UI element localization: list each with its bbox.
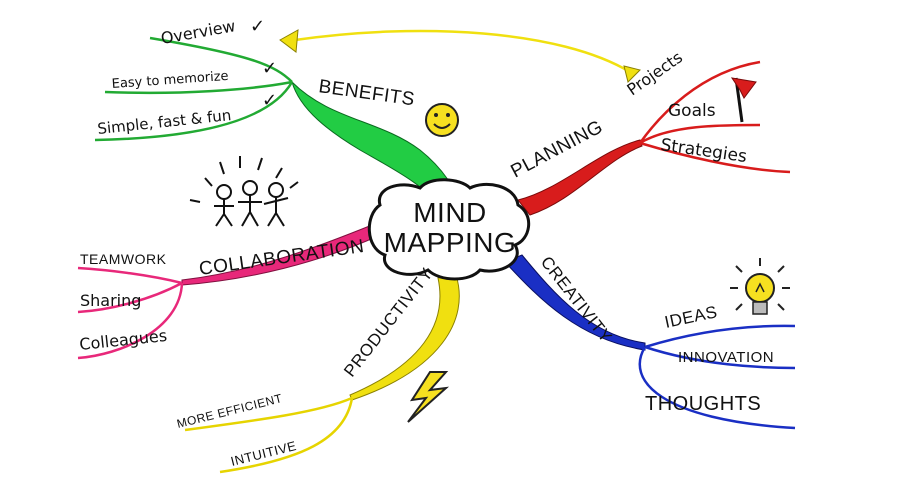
creativity-item-ideas: IDEAS (663, 302, 719, 332)
collaboration-sublines (77, 266, 184, 360)
planning-item-goals: Goals (668, 101, 716, 121)
benefits-item-memorize: Easy to memorize (111, 69, 229, 92)
collaboration-item-sharing: Sharing (80, 291, 141, 310)
benefits-sublines (94, 36, 294, 142)
center-title-line2: MAPPING (384, 227, 517, 258)
creativity-sublines (638, 324, 796, 430)
check-mark-icon: ✓ (262, 58, 277, 79)
planning-branch (517, 139, 643, 216)
smiley-face-icon (425, 103, 459, 137)
red-flag-icon (730, 77, 757, 123)
productivity-sublines (184, 396, 354, 474)
center-cloud (367, 178, 530, 281)
planning-item-strategies: Strategies (659, 135, 748, 167)
collaboration-item-teamwork: TEAMWORK (80, 251, 167, 267)
creativity-item-innovation: INNOVATION (678, 349, 774, 366)
stick-figures-icon (189, 156, 299, 227)
benefits-item-overview: Overview (159, 16, 236, 48)
collaboration-item-colleagues: Colleagues (78, 326, 167, 354)
collaboration-label: COLLABORATION (198, 236, 366, 280)
benefits-item-simple: Simple, fast & fun (97, 106, 233, 138)
check-mark-icon: ✓ (250, 16, 265, 37)
check-mark-icon: ✓ (262, 90, 277, 111)
creativity-item-thoughts: THOUGHTS (645, 393, 761, 415)
benefits-label: BENEFITS (317, 76, 416, 110)
planning-sublines (638, 60, 791, 174)
light-bulb-icon (730, 258, 790, 315)
collaboration-branch (181, 224, 379, 286)
center-title-line1: MIND (413, 197, 487, 228)
lightning-bolt-icon (407, 371, 450, 423)
connector-arrow (279, 29, 641, 83)
